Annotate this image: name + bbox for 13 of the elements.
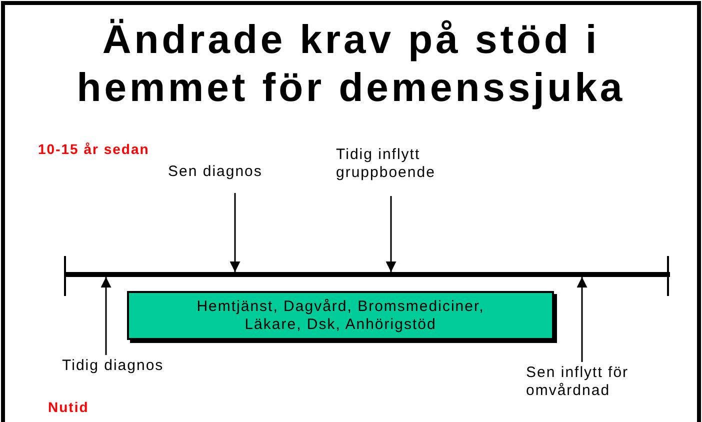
event-label: Tidig inflytt gruppboende (336, 146, 466, 186)
arrow (100, 277, 112, 355)
arrow (230, 193, 240, 272)
time-label: 10-15 år sedan (38, 141, 150, 157)
arrow (576, 277, 588, 362)
title: Ändrade krav på stöd i hemmet för demenssjuka (76, 17, 626, 112)
event-label: Sen diagnos (168, 163, 308, 183)
arrow (386, 196, 396, 272)
service-box: Hemtjänst, Dagvård, Bromsmediciner, Läkare, Dsk, Anhörigstöd (127, 291, 554, 340)
time-label: Nutid (48, 399, 89, 415)
event-label: Tidig diagnos (62, 357, 202, 377)
event-label: Sen inflytt för omvårdnad (526, 364, 666, 404)
timeline-bar (64, 272, 670, 277)
